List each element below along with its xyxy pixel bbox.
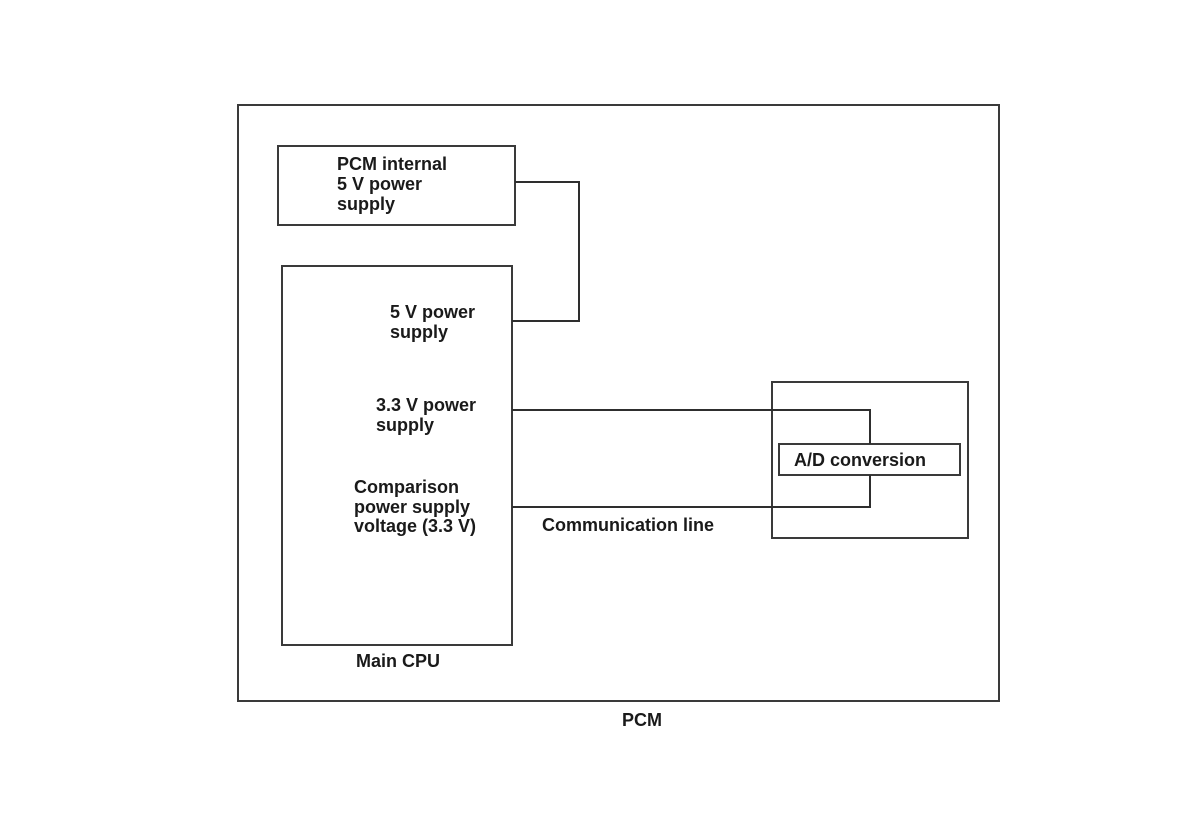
cpu-5v-pin-label-1: 5 V power (390, 302, 475, 322)
internal-supply-label-3: supply (337, 194, 395, 214)
main-cpu-box (281, 265, 513, 646)
internal-supply-label-2: 5 V power (337, 174, 422, 194)
wire-5v-supply (512, 181, 580, 322)
cpu-3v3-pin-label-1: 3.3 V power (376, 395, 476, 415)
cpu-compare-label-1: Comparison (354, 477, 459, 497)
cpu-compare-label-2: power supply (354, 497, 470, 517)
communication-line-label: Communication line (542, 515, 714, 535)
internal-supply-label-1: PCM internal (337, 154, 447, 174)
internal-5v-supply-box (277, 145, 516, 226)
wire-communication-line (512, 475, 871, 508)
wire-3v3-supply (512, 409, 871, 444)
main-cpu-label: Main CPU (356, 651, 440, 671)
cpu-compare-label-3: voltage (3.3 V) (354, 516, 476, 536)
cpu-3v3-pin-label-2: supply (376, 415, 434, 435)
ad-conversion-label: A/D conversion (794, 450, 926, 470)
pcm-label: PCM (622, 710, 662, 730)
cpu-5v-pin-label-2: supply (390, 322, 448, 342)
